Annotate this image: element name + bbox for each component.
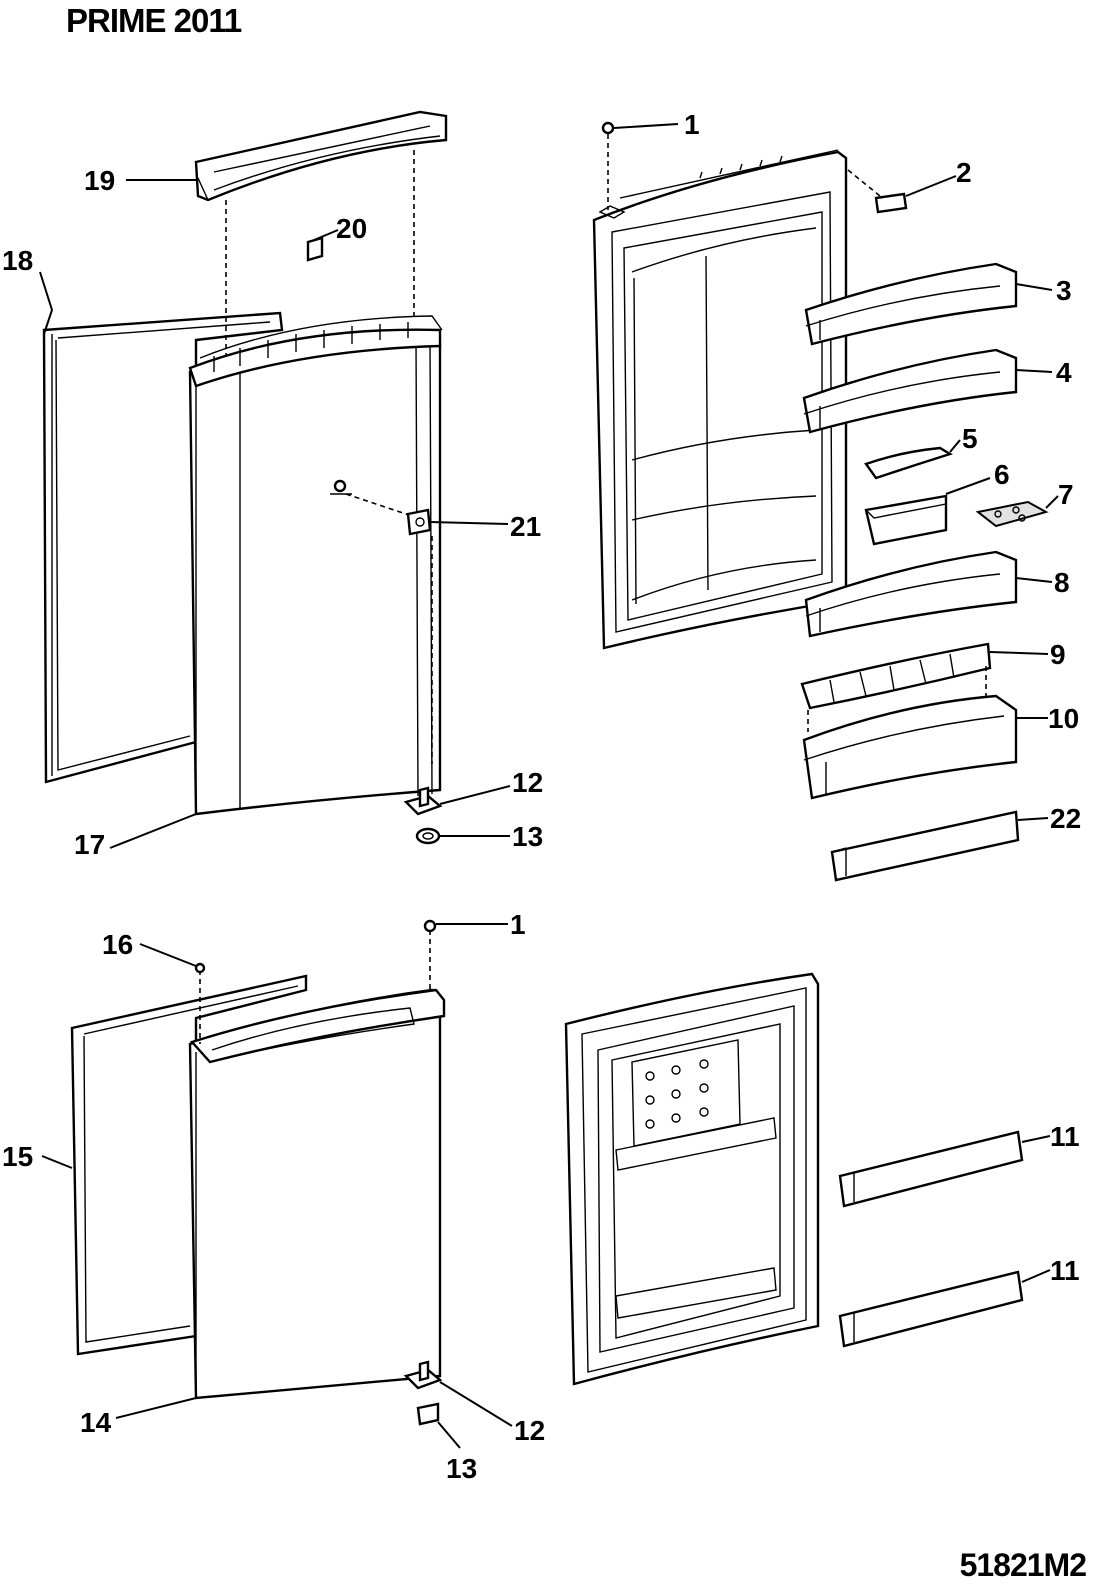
freezer-door-gasket bbox=[70, 974, 308, 1356]
callout-17: 17 bbox=[74, 829, 105, 860]
callout-20: 20 bbox=[336, 213, 367, 244]
callout-7: 7 bbox=[1058, 479, 1074, 510]
fridge-door-top-cap bbox=[188, 315, 443, 388]
callout-11-lower: 11 bbox=[1050, 1255, 1080, 1286]
callout-6: 6 bbox=[994, 459, 1010, 490]
freezer-door-screw bbox=[423, 919, 437, 933]
callout-1-top: 1 bbox=[684, 109, 700, 140]
door-shelf-middle bbox=[802, 348, 1018, 434]
callout-21: 21 bbox=[510, 511, 541, 542]
fridge-door-panel bbox=[188, 332, 442, 816]
freezer-instruction-panel bbox=[631, 1039, 741, 1147]
fridge-door-liner-group bbox=[592, 121, 1049, 882]
freezer-door-strip-upper bbox=[838, 1130, 1024, 1208]
freezer-door-outer-group bbox=[70, 919, 446, 1426]
fridge-door-gasket bbox=[42, 311, 284, 784]
freezer-door-strip-lower bbox=[838, 1270, 1024, 1348]
freezer-door-liner bbox=[564, 972, 820, 1386]
egg-box bbox=[864, 494, 948, 546]
callout-5: 5 bbox=[962, 423, 978, 454]
liner-top-plug bbox=[847, 169, 908, 214]
callout-14: 14 bbox=[80, 1407, 112, 1438]
bottle-retainer bbox=[800, 642, 992, 710]
callout-10: 10 bbox=[1048, 703, 1079, 734]
fridge-door-clip bbox=[306, 236, 324, 262]
freezer-gasket-screw bbox=[194, 962, 206, 974]
freezer-door-lower-hinge bbox=[403, 1360, 443, 1390]
freezer-door-handle bbox=[189, 988, 446, 1064]
drawing-code: 51821M2 bbox=[959, 1547, 1087, 1583]
callout-8: 8 bbox=[1054, 567, 1070, 598]
freezer-door-liner-group bbox=[564, 972, 1024, 1386]
diagram-title: PRIME 2011 bbox=[66, 2, 242, 39]
callout-3: 3 bbox=[1056, 275, 1072, 306]
callout-15: 15 bbox=[2, 1141, 33, 1172]
callout-1-bottom: 1 bbox=[510, 909, 526, 940]
fridge-door-fixing-screw bbox=[330, 479, 432, 536]
egg-tray bbox=[975, 500, 1049, 528]
door-shelf-trim-strip bbox=[830, 810, 1020, 882]
callout-13-top: 13 bbox=[512, 821, 543, 852]
callout-9: 9 bbox=[1050, 639, 1066, 670]
bottle-shelf bbox=[802, 694, 1018, 800]
callout-19: 19 bbox=[84, 165, 115, 196]
callout-12-bottom: 12 bbox=[514, 1415, 545, 1446]
callout-13-bottom: 13 bbox=[446, 1453, 477, 1484]
fridge-door-hinge-bush bbox=[415, 827, 441, 845]
callout-22: 22 bbox=[1050, 803, 1081, 834]
door-shelf-upper bbox=[804, 262, 1018, 346]
fridge-door-outer-group bbox=[42, 110, 448, 845]
fridge-door-handle bbox=[194, 110, 448, 202]
callout-18: 18 bbox=[2, 245, 33, 276]
door-shelf-lower bbox=[804, 550, 1018, 638]
fridge-door-lower-hinge bbox=[403, 786, 443, 816]
callout-12-top: 12 bbox=[512, 767, 543, 798]
egg-box-lid bbox=[864, 446, 953, 480]
callout-numbers: 1 2 3 4 5 6 7 8 9 10 22 11 11 19 20 18 2… bbox=[2, 109, 1081, 1484]
callout-4: 4 bbox=[1056, 357, 1072, 388]
callout-11-upper: 11 bbox=[1050, 1121, 1080, 1152]
callout-2: 2 bbox=[956, 157, 972, 188]
fridge-door-liner bbox=[592, 149, 848, 650]
callout-leader-lines bbox=[39, 123, 1059, 1449]
callout-16: 16 bbox=[102, 929, 133, 960]
liner-fixing-screw bbox=[601, 121, 615, 210]
freezer-door-hinge-bush bbox=[416, 1402, 440, 1426]
